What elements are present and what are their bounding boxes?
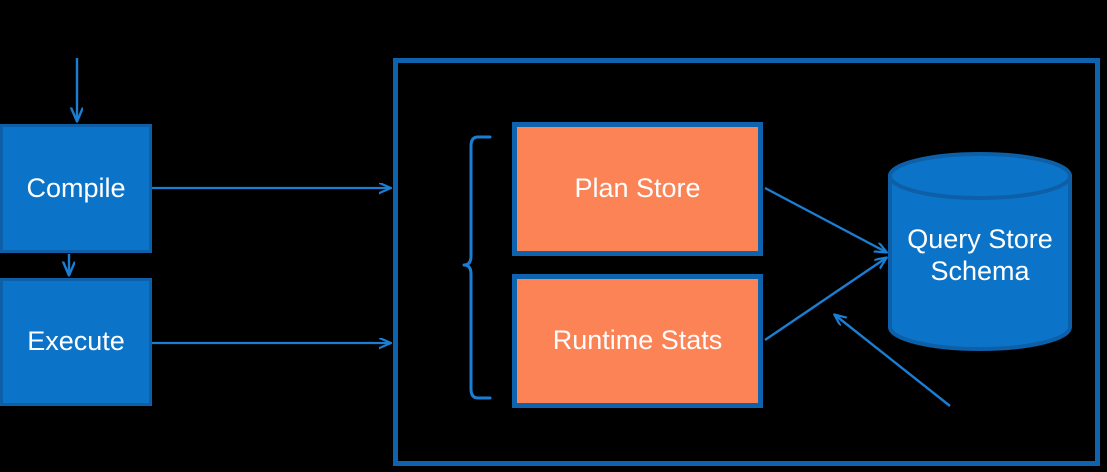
edge-external-to-schema bbox=[835, 315, 951, 407]
cylinder-body bbox=[888, 174, 1072, 351]
runtime-stats-label: Runtime Stats bbox=[552, 325, 723, 356]
execute-label: Execute bbox=[27, 326, 125, 357]
query-store-container-frame bbox=[393, 58, 1100, 466]
edge-runtime-stats-to-schema bbox=[764, 258, 886, 341]
compile-box[interactable]: Compile bbox=[0, 124, 152, 253]
plan-store-box[interactable]: Plan Store bbox=[512, 122, 763, 256]
compile-label: Compile bbox=[26, 172, 126, 203]
execute-box[interactable]: Execute bbox=[0, 278, 152, 406]
plan-store-label: Plan Store bbox=[574, 173, 701, 204]
cylinder-top-ellipse bbox=[888, 152, 1072, 200]
query-store-schema-cylinder[interactable] bbox=[888, 152, 1072, 351]
stores-group-bracket bbox=[462, 135, 492, 400]
edge-plan-store-to-schema bbox=[764, 186, 886, 252]
runtime-stats-box[interactable]: Runtime Stats bbox=[512, 274, 763, 408]
